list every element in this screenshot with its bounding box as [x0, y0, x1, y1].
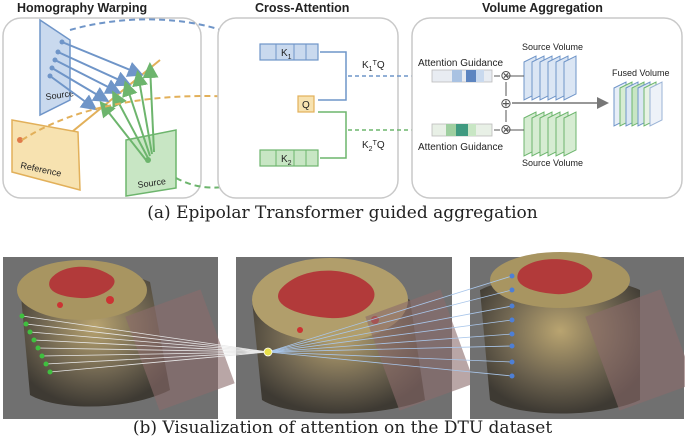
green-source-point	[145, 157, 151, 163]
q-token: Q	[297, 95, 315, 113]
volume-aggregation-panel: Volume Aggregation Attention Guidance At…	[411, 1, 683, 199]
green-dashed-arrow	[175, 168, 272, 189]
photo-middle	[236, 257, 475, 419]
attention-guidance-top-label: Attention Guidance	[418, 58, 503, 69]
k2-sub: 2	[288, 160, 292, 167]
k2-letter: K	[281, 154, 288, 165]
source-top-label: Source	[45, 88, 75, 102]
fused-volume	[613, 81, 663, 127]
source-volume-top-label: Source Volume	[522, 42, 583, 52]
attention-points-left	[19, 313, 53, 375]
attention-points-right	[509, 273, 515, 379]
attention-guidance-bar-top	[431, 69, 493, 83]
source-plane-bottom	[125, 129, 177, 197]
source-volume-bottom-label: Source Volume	[522, 158, 583, 168]
homography-title: Homography Warping	[17, 1, 147, 15]
k1-token: K1	[259, 43, 319, 61]
cross-attention-title: Cross-Attention	[255, 1, 349, 15]
reference-plane	[11, 119, 81, 191]
volume-title: Volume Aggregation	[482, 1, 603, 15]
photo-left	[3, 257, 235, 419]
cross-attention-panel: Cross-Attention K1 Q K2 K1TQ K2TQ	[217, 1, 431, 199]
source-bottom-label: Source	[137, 176, 167, 190]
caption-a: (a) Epipolar Transformer guided aggregat…	[147, 203, 538, 223]
svg-text:K1: K1	[281, 48, 292, 61]
blue-ray-dots	[47, 39, 65, 79]
k2tq-label: K2TQ	[362, 140, 385, 153]
multiply-symbol-top: ⊗	[500, 67, 512, 83]
photo-right	[470, 252, 685, 419]
k1tq-label: K1TQ	[362, 60, 385, 73]
k2-token: K2	[259, 149, 319, 167]
q-label: Q	[302, 100, 310, 111]
green-bracket	[318, 111, 347, 159]
green-rays	[99, 62, 159, 161]
source-volume-top	[523, 55, 577, 101]
source-volume-bottom	[523, 111, 577, 157]
k1-sub: 1	[288, 54, 292, 61]
attention-lines-left	[21, 315, 269, 373]
query-point	[263, 347, 273, 357]
blue-bracket	[318, 51, 347, 101]
svg-text:K2: K2	[281, 154, 292, 167]
homography-panel: Homography Warping Source Reference Sour…	[2, 1, 300, 199]
reference-point	[17, 137, 23, 143]
multiply-symbol-bottom: ⊗	[500, 121, 512, 137]
k1-letter: K	[281, 48, 288, 59]
caption-b: (b) Visualization of attention on the DT…	[132, 418, 553, 438]
attention-guidance-bar-bottom	[431, 123, 493, 137]
attention-lines-right	[267, 275, 513, 377]
add-symbol: ⊕	[500, 95, 512, 111]
blue-rays	[49, 41, 144, 111]
attention-guidance-bottom-label: Attention Guidance	[418, 142, 503, 153]
fused-volume-label: Fused Volume	[612, 68, 670, 78]
